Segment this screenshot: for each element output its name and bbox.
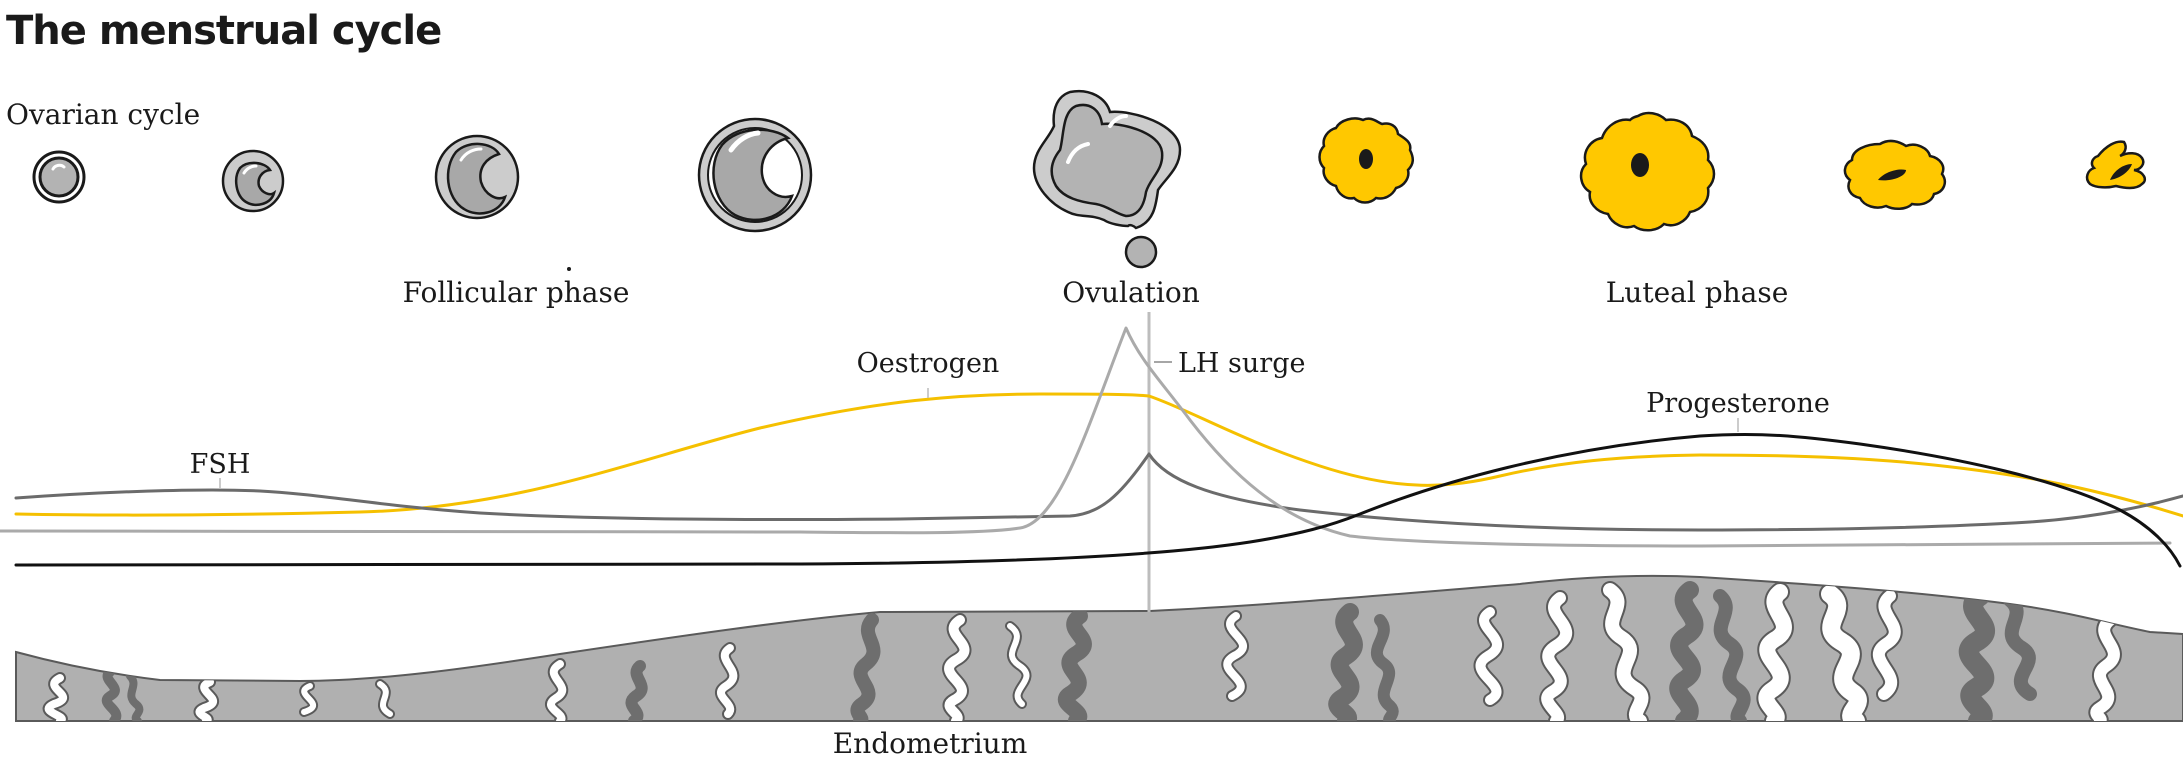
phase-marker-dot — [567, 267, 571, 271]
oestrogen-curve — [14, 392, 2183, 518]
follicle-primary-icon — [221, 149, 285, 213]
ovulating-follicle-icon — [1032, 89, 1182, 269]
corpus-luteum-mature-icon — [1579, 111, 1716, 232]
lh-surge-label: LH surge — [1178, 348, 1305, 379]
ovulation-label: Ovulation — [1062, 276, 1200, 309]
ovarian-cycle-label: Ovarian cycle — [6, 98, 200, 131]
oestrogen-label: Oestrogen — [857, 348, 1000, 379]
endometrium-label: Endometrium — [833, 727, 1028, 760]
follicle-secondary-icon — [434, 134, 520, 220]
follicular-phase-label: Follicular phase — [403, 276, 630, 309]
fsh-label: FSH — [190, 449, 251, 480]
corpus-luteum-regressing-icon — [1843, 139, 1946, 210]
progesterone-curve — [14, 432, 2182, 568]
diagram-title: The menstrual cycle — [6, 8, 441, 54]
endometrium-illustration — [15, 574, 2183, 722]
corpus-luteum-early-icon — [1318, 117, 1414, 204]
follicle-graafian-icon — [697, 117, 813, 233]
fsh-curve — [14, 452, 2183, 532]
luteal-phase-label: Luteal phase — [1606, 276, 1789, 309]
lh-curve — [0, 326, 2172, 548]
corpus-albicans-icon — [2085, 140, 2146, 190]
progesterone-label: Progesterone — [1646, 388, 1830, 419]
follicle-primordial-icon — [32, 150, 86, 204]
